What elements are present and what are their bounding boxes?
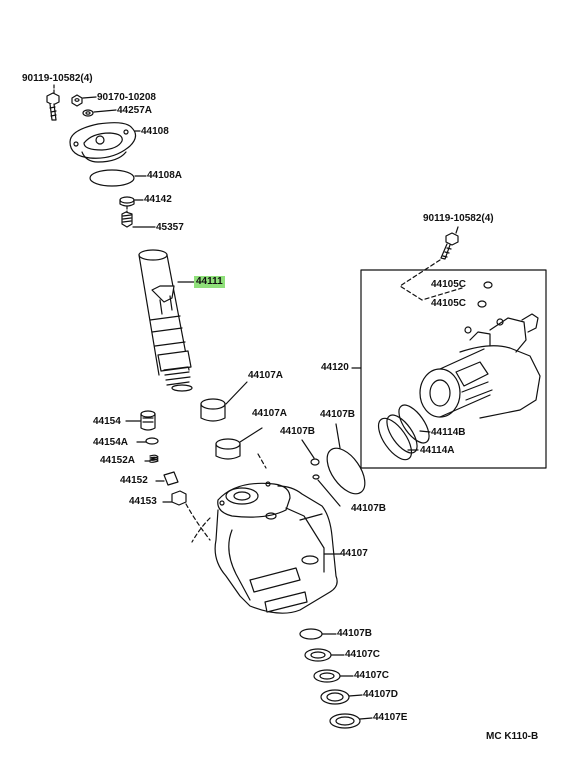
o-ring-44107B-dot <box>312 474 320 480</box>
label-44108A: 44108A <box>147 170 183 181</box>
control-valve-44120 <box>419 313 541 419</box>
label-44114B: 44114B <box>431 427 466 438</box>
ring-44114A <box>386 414 418 454</box>
ring-44114A-outer <box>377 417 413 461</box>
bolt-90119-right <box>440 232 459 260</box>
label-90170-10208: 90170-10208 <box>97 92 156 103</box>
label-44153: 44153 <box>129 496 157 507</box>
bearing-44107A-lower <box>215 438 241 460</box>
valve-assembly-box <box>360 269 547 469</box>
label-90119-10582-top: 90119-10582(4) <box>22 73 93 84</box>
o-ring-44107B-large <box>326 447 366 495</box>
label-44111-highlighted: 44111 <box>194 276 225 288</box>
label-44120: 44120 <box>321 362 349 373</box>
plug-44154 <box>140 410 156 431</box>
bearing-44107A-upper <box>200 398 226 422</box>
label-45357: 45357 <box>156 222 184 233</box>
label-44107B-4: 44107B <box>337 628 373 639</box>
nut-90170 <box>71 94 83 107</box>
label-44107A-1: 44107A <box>248 370 284 381</box>
label-44107C-2: 44107C <box>354 670 390 681</box>
label-44152: 44152 <box>120 475 148 486</box>
plunger-44152 <box>163 471 179 486</box>
valve-shaft-44111 <box>138 249 193 392</box>
label-44105C-1: 44105C <box>431 279 467 290</box>
label-44107A-2: 44107A <box>252 408 288 419</box>
label-44154A: 44154A <box>93 437 129 448</box>
label-44142: 44142 <box>144 194 172 205</box>
label-44152A: 44152A <box>100 455 136 466</box>
spring-44152A <box>149 454 159 463</box>
label-44105C-2: 44105C <box>431 298 467 309</box>
gear-housing-44107 <box>214 481 338 614</box>
bolt-90119-top <box>46 92 60 121</box>
label-44107D: 44107D <box>363 689 399 700</box>
label-44114A: 44114A <box>420 445 455 456</box>
seal-44142 <box>119 196 135 207</box>
label-44107B-2: 44107B <box>280 426 316 437</box>
label-44107B-3: 44107B <box>351 503 387 514</box>
screw-45357 <box>121 211 133 228</box>
cover-44108 <box>69 122 137 163</box>
label-44107B-1: 44107B <box>320 409 356 420</box>
seal-44107C-2 <box>313 669 341 683</box>
o-ring-44107B-bottom <box>299 628 323 640</box>
label-44257A: 44257A <box>117 105 153 116</box>
seal-44107E <box>329 713 361 729</box>
washer-44257A <box>82 109 94 117</box>
label-44107: 44107 <box>340 548 368 559</box>
seal-44107C-1 <box>304 648 332 662</box>
o-ring-44108A <box>89 169 135 187</box>
washer-44107D <box>320 689 350 705</box>
label-44107C-1: 44107C <box>345 649 381 660</box>
label-44107E: 44107E <box>373 712 408 723</box>
screw-44153 <box>171 490 187 506</box>
diagram-code: MC K110-B <box>486 731 539 742</box>
o-ring-44107B-small <box>310 458 320 466</box>
ball-44105C-2 <box>477 300 487 308</box>
label-44154: 44154 <box>93 416 121 427</box>
label-90119-10582-right: 90119-10582(4) <box>423 213 494 224</box>
label-44108: 44108 <box>141 126 169 137</box>
ring-44114B <box>398 404 430 444</box>
ball-44105C-1 <box>483 281 493 289</box>
o-ring-44154A <box>145 437 159 445</box>
